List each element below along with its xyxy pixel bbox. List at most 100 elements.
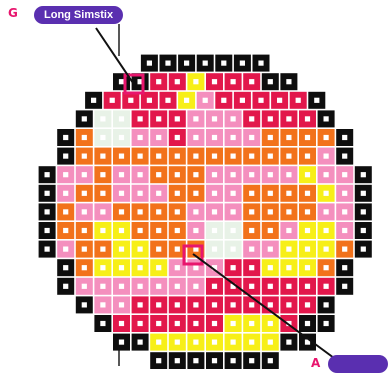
bead-hole [138, 321, 143, 326]
bead-hole [175, 135, 180, 140]
callout-label-bottom [328, 355, 388, 373]
bead-hole [212, 116, 217, 121]
bead-hole [212, 228, 217, 233]
bead-hole [212, 191, 217, 196]
bead-hole [231, 321, 236, 326]
bead-hole [231, 265, 236, 270]
bead-hole [268, 340, 273, 345]
bead-hole [286, 302, 291, 307]
bead-hole [119, 284, 124, 289]
bead-hole [156, 228, 161, 233]
bead-hole [119, 135, 124, 140]
bead-hole [184, 98, 189, 103]
bead-hole [286, 116, 291, 121]
bead-hole [305, 302, 310, 307]
bead-hole [268, 228, 273, 233]
bead-hole [119, 79, 124, 84]
bead-hole [212, 284, 217, 289]
bead-hole [249, 116, 254, 121]
bead-hole [268, 358, 273, 363]
bead-hole [156, 135, 161, 140]
bead-hole [324, 284, 329, 289]
bead-hole [231, 228, 236, 233]
bead-hole [138, 247, 143, 252]
bead-hole [305, 154, 310, 159]
bead-hole [342, 154, 347, 159]
bead-hole [324, 302, 329, 307]
bead-hole [45, 247, 50, 252]
bead-hole [305, 116, 310, 121]
bead-hole [249, 209, 254, 214]
bead-hole [212, 358, 217, 363]
bead-hole [361, 191, 366, 196]
bead-hole [63, 191, 68, 196]
bead-hole [193, 340, 198, 345]
bead-hole [324, 191, 329, 196]
bead-hole [324, 247, 329, 252]
bead-hole [249, 321, 254, 326]
bead-hole [193, 209, 198, 214]
bead-hole [175, 284, 180, 289]
bead-hole [286, 247, 291, 252]
bead-hole [249, 247, 254, 252]
bead-hole [212, 154, 217, 159]
bead-hole [119, 321, 124, 326]
bead-hole [100, 284, 105, 289]
bead-hole [193, 265, 198, 270]
bead-hole [175, 358, 180, 363]
bead-hole [119, 265, 124, 270]
bead-hole [175, 247, 180, 252]
bead-hole [82, 116, 87, 121]
bead-hole [63, 228, 68, 233]
bead-hole [324, 321, 329, 326]
bead-hole [175, 321, 180, 326]
bead-hole [156, 172, 161, 177]
bead-hole [268, 116, 273, 121]
bead-hole [203, 61, 208, 66]
bead-hole [361, 247, 366, 252]
bead-hole [138, 228, 143, 233]
bead-hole [175, 172, 180, 177]
bead-hole [268, 284, 273, 289]
bead-hole [156, 116, 161, 121]
bead-hole [63, 247, 68, 252]
bead-hole [249, 154, 254, 159]
bead-hole [249, 340, 254, 345]
bead-hole [231, 154, 236, 159]
bead-hole [138, 154, 143, 159]
bead-hole [212, 340, 217, 345]
bead-hole [100, 247, 105, 252]
bead-hole [249, 135, 254, 140]
bead-hole [165, 98, 170, 103]
bead-hole [82, 284, 87, 289]
bead-hole [100, 302, 105, 307]
bead-hole [128, 98, 133, 103]
bead-hole [231, 79, 236, 84]
callout-label-top: Long Simstix [34, 6, 123, 24]
bead-hole [45, 191, 50, 196]
bead-hole [100, 265, 105, 270]
bead-hole [156, 247, 161, 252]
bead-hole [212, 209, 217, 214]
bead-hole [305, 228, 310, 233]
bead-hole [268, 265, 273, 270]
bead-hole [324, 209, 329, 214]
bead-hole [63, 135, 68, 140]
bead-hole [193, 191, 198, 196]
bead-hole [268, 247, 273, 252]
bead-hole [82, 172, 87, 177]
bead-hole [221, 98, 226, 103]
bead-hole [156, 265, 161, 270]
bead-hole [193, 79, 198, 84]
bead-hole [286, 284, 291, 289]
bead-hole [119, 340, 124, 345]
bead-hole [342, 172, 347, 177]
bead-hole [119, 302, 124, 307]
bead-hole [324, 228, 329, 233]
bead-hole [231, 358, 236, 363]
bead-hole [249, 191, 254, 196]
bead-hole [175, 265, 180, 270]
bead-hole [63, 284, 68, 289]
bead-hole [45, 209, 50, 214]
